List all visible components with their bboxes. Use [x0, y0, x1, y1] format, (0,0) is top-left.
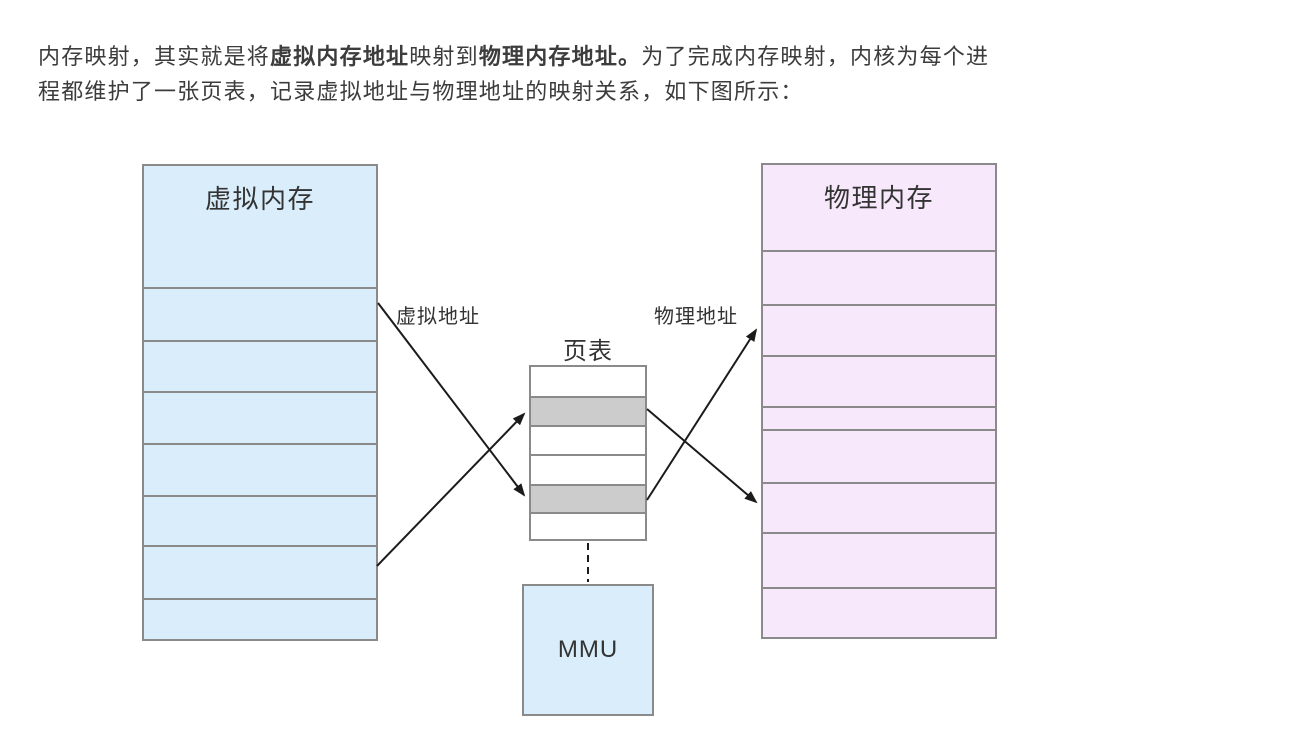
- virtual-address-label: 虚拟地址: [396, 306, 480, 328]
- page-table-row: [531, 454, 645, 484]
- memory-row: [144, 495, 376, 545]
- page-table-row: [531, 425, 645, 454]
- virtual-to-pagetable-arrow-down: [377, 302, 526, 497]
- page-table-title: 页表: [563, 338, 613, 365]
- paragraph-segment: 程都维护了一张页表，记录虚拟地址与物理地址的映射关系，如下图所示：: [38, 79, 804, 104]
- memory-row: [763, 355, 995, 406]
- virtual-to-pagetable-arrow-up: [376, 412, 526, 567]
- page-table-row-highlighted: [531, 396, 645, 425]
- memory-row: [144, 545, 376, 598]
- memory-row: [763, 532, 995, 587]
- memory-row: [144, 340, 376, 391]
- mmu-label: MMU: [557, 636, 619, 663]
- paragraph-segment-bold: 虚拟内存地址: [270, 44, 410, 69]
- pagetable-to-physical-arrow-up: [646, 328, 758, 501]
- paragraph-segment: 映射到: [409, 44, 479, 69]
- memory-row: [144, 287, 376, 340]
- memory-row: [144, 598, 376, 639]
- page-table-row-highlighted: [531, 484, 645, 512]
- intro-paragraph: 内存映射，其实就是将虚拟内存地址映射到物理内存地址。为了完成内存映射，内核为每个…: [38, 39, 989, 109]
- paragraph-segment: 内存映射，其实就是将: [38, 44, 271, 69]
- physical-memory-title: 物理内存: [823, 183, 934, 213]
- memory-row: [763, 304, 995, 355]
- page-table-row: [531, 512, 645, 539]
- pagetable-to-physical-arrow-down: [646, 408, 758, 504]
- physical-address-label: 物理地址: [654, 306, 738, 328]
- memory-row: [144, 443, 376, 495]
- memory-row: [144, 391, 376, 443]
- paragraph-segment-bold: 物理内存地址。: [478, 44, 642, 69]
- mmu-box: MMU: [522, 584, 654, 716]
- memory-row: [763, 250, 995, 304]
- paragraph-line: 程都维护了一张页表，记录虚拟地址与物理地址的映射关系，如下图所示：: [38, 74, 989, 109]
- paragraph-segment: 为了完成内存映射，内核为每个进: [641, 44, 990, 69]
- paragraph-line: 内存映射，其实就是将虚拟内存地址映射到物理内存地址。为了完成内存映射，内核为每个…: [38, 39, 989, 74]
- virtual-memory-box: 虚拟内存: [142, 164, 378, 641]
- memory-row: [763, 429, 995, 482]
- memory-row: [763, 406, 995, 429]
- physical-memory-box: 物理内存: [761, 163, 997, 639]
- page-table-box: [529, 365, 647, 541]
- virtual-memory-title: 虚拟内存: [204, 184, 315, 214]
- memory-row: [763, 482, 995, 532]
- memory-row: [763, 587, 995, 637]
- page-table-row: [531, 367, 645, 396]
